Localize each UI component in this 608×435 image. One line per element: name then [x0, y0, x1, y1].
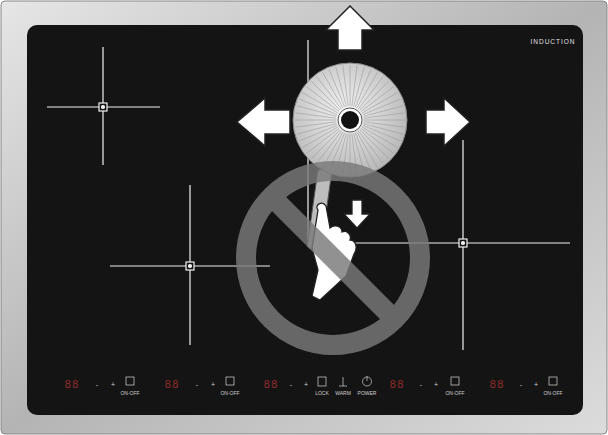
plus-key: +: [534, 381, 538, 388]
minus-key: -: [196, 381, 198, 388]
plus-key: +: [304, 381, 308, 388]
key-label: LOCK: [315, 391, 329, 396]
minus-key: -: [520, 381, 522, 388]
digit-display: 88: [164, 379, 179, 390]
digit-display: 88: [263, 379, 278, 390]
plus-key: +: [111, 381, 115, 388]
key-label: ON-OFF: [120, 391, 139, 396]
key-label: ON-OFF: [220, 391, 239, 396]
brand-label: INDUCTION: [530, 39, 575, 46]
zone-crosshairs: [47, 40, 570, 350]
minus-key: -: [420, 381, 422, 388]
minus-key: -: [290, 381, 292, 388]
digit-display: 88: [64, 379, 79, 390]
minus-key: -: [96, 381, 98, 388]
key-label: WARM: [335, 391, 351, 396]
glass-top: [27, 25, 583, 415]
key-label: ON-OFF: [543, 391, 562, 396]
plus-key: +: [211, 381, 215, 388]
digit-display: 88: [389, 379, 404, 390]
prohibition-sign: [246, 171, 420, 345]
key-label: POWER: [358, 391, 377, 396]
key-label: ON-OFF: [445, 391, 464, 396]
digit-display: 88: [489, 379, 504, 390]
plus-key: +: [434, 381, 438, 388]
